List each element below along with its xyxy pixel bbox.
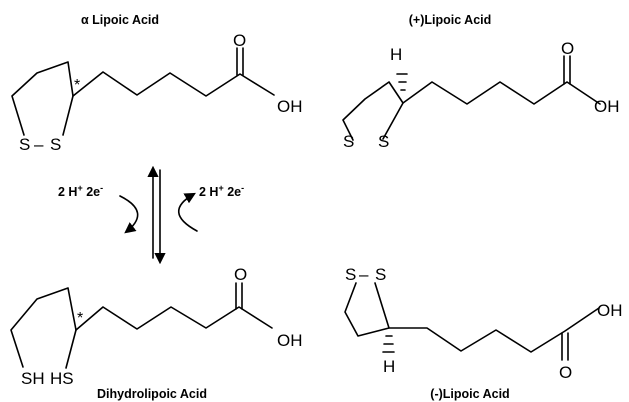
stereocenter-marker: * (77, 310, 83, 327)
condition-left-h: 2 H (58, 185, 77, 199)
molecule-alpha-lipoic-acid: S – S * O OH (11, 31, 303, 154)
ring-bonds (344, 282, 390, 337)
molecule-dihydrolipoic-acid: SH HS * O OH (10, 265, 303, 388)
condition-left: 2 H+ 2e- (58, 183, 103, 199)
condition-right: 2 H+ 2e- (199, 183, 244, 199)
sulfur-atom-right: S (378, 132, 389, 151)
condition-left-e-charge: - (100, 183, 103, 193)
carbonyl-oxygen: O (234, 265, 247, 284)
sulfur-atom-left: S (343, 132, 354, 151)
side-chain (72, 71, 275, 97)
sulfur-atom-right: S (50, 135, 61, 154)
hydroxyl-group: OH (594, 97, 620, 116)
stereo-hydrogen: H (390, 45, 402, 64)
hashed-stereo-bond (382, 335, 395, 353)
thiol-group-right: HS (50, 369, 74, 388)
molecule-minus-lipoic-acid: S – S H O OH (344, 265, 623, 382)
side-chain (388, 307, 600, 353)
carbonyl-bond (561, 332, 569, 361)
title-dihydrolipoic-acid: Dihydrolipoic Acid (97, 387, 207, 401)
curved-arrow-left (119, 195, 139, 234)
hashed-stereo-bond (396, 73, 408, 91)
condition-right-e-charge: - (241, 183, 244, 193)
condition-right-e: 2e (224, 185, 241, 199)
chain-bonds (10, 287, 77, 369)
condition-left-e: 2e (83, 185, 100, 199)
sulfur-atom-left: S (19, 135, 30, 154)
carbonyl-bond (236, 47, 244, 76)
stereocenter-marker: * (74, 77, 80, 94)
carbonyl-bond (235, 282, 243, 310)
sulfur-atom-left: S (345, 265, 356, 284)
side-chain (75, 306, 273, 331)
carbonyl-oxygen: O (233, 31, 246, 50)
title-alpha-lipoic-acid: α Lipoic Acid (81, 13, 159, 27)
curved-arrow-right (177, 192, 198, 232)
thiol-group-left: SH (21, 369, 45, 388)
carbonyl-oxygen: O (561, 39, 574, 58)
title-plus-lipoic-acid: (+)Lipoic Acid (409, 13, 492, 27)
equilibrium-arrows (119, 165, 198, 265)
ring-bonds (11, 61, 74, 136)
condition-left-h-charge: + (77, 183, 82, 193)
hydroxyl-group: OH (597, 301, 623, 320)
hydroxyl-group: OH (277, 97, 303, 116)
hydroxyl-group: OH (277, 331, 303, 350)
carbonyl-oxygen: O (559, 363, 572, 382)
condition-right-h: 2 H (199, 185, 218, 199)
molecule-plus-lipoic-acid: H S S O OH (342, 39, 620, 151)
side-chain (402, 81, 601, 105)
disulfide-bond: – (359, 265, 369, 284)
carbonyl-bond (563, 55, 571, 85)
disulfide-bond: – (34, 135, 44, 154)
condition-right-h-charge: + (218, 183, 223, 193)
stereo-hydrogen: H (383, 357, 395, 376)
title-minus-lipoic-acid: (-)Lipoic Acid (430, 387, 509, 401)
sulfur-atom-right: S (375, 265, 386, 284)
